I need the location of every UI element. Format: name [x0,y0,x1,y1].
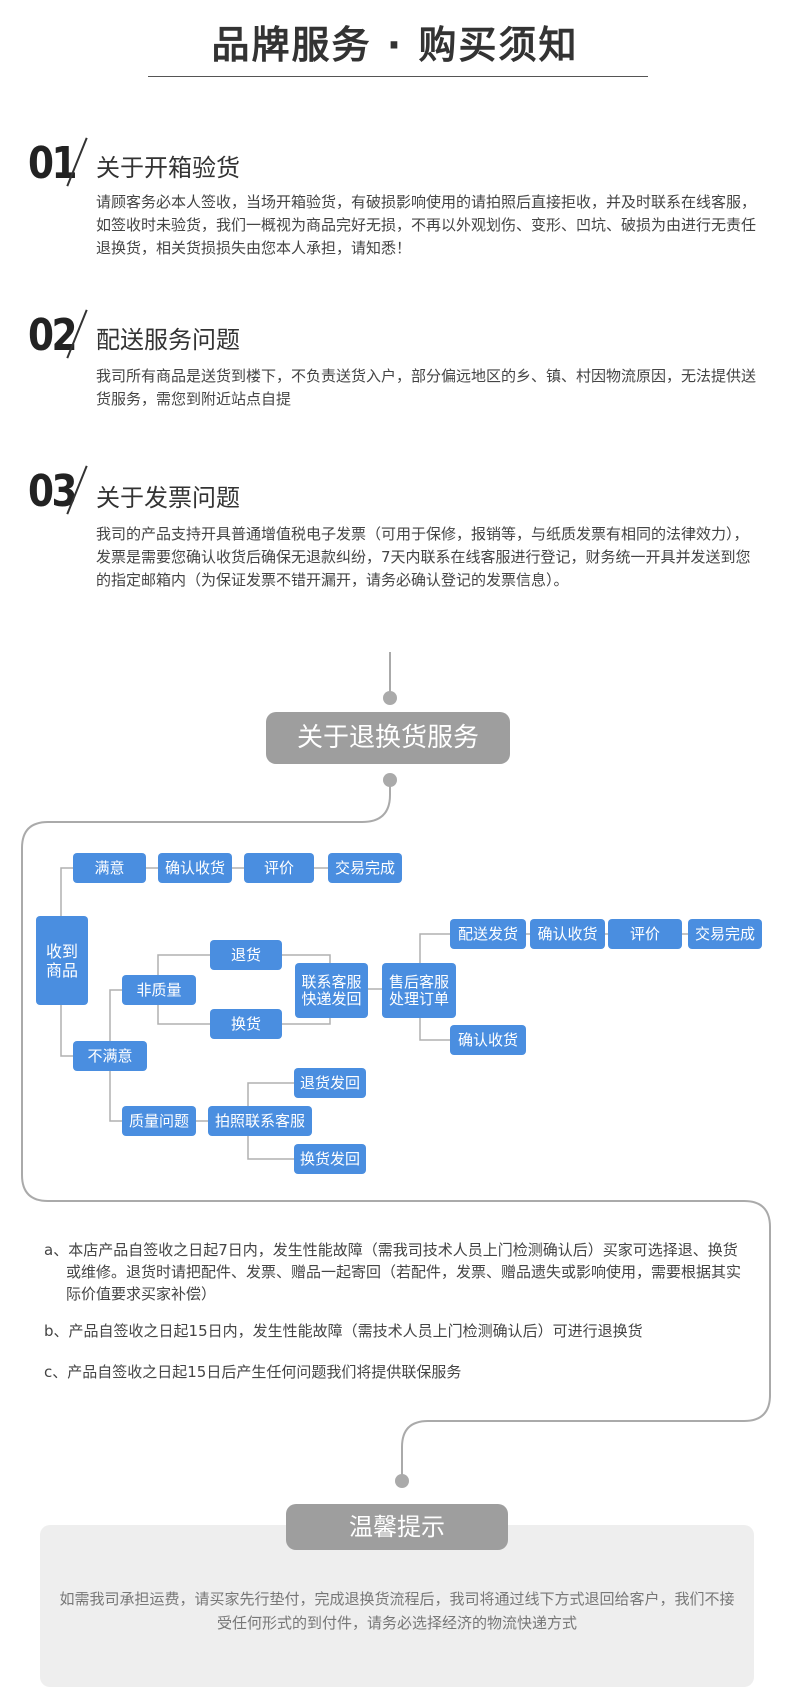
page-title: 品牌服务 · 购买须知 [211,23,579,67]
warm-tip-box [40,1525,754,1687]
flow-node-after-sales-process: 售后客服 处理订单 [382,963,456,1018]
note-item-c: c、产品自签收之日起15日后产生任何问题我们将提供联保服务 [44,1363,462,1381]
section-title-delivery: 配送服务问题 [96,326,240,354]
flow-node-exchange: 换货 [210,1009,282,1039]
flow-node-quality-issue: 质量问题 [122,1106,196,1136]
flow-node-deliver: 配送发货 [450,919,526,949]
flow-node-photo-contact-cs: 拍照联系客服 [208,1106,312,1136]
section-body-delivery: 我司所有商品是送货到楼下，不负责送货入户，部分偏远地区的乡、镇、村因物流原因，无… [96,367,757,408]
flow-node-transaction-complete-2: 交易完成 [688,919,762,949]
flow-node-transaction-complete: 交易完成 [328,853,402,883]
flow-node-confirm-receipt-2: 确认收货 [530,919,605,949]
flow-node-return: 退货 [210,940,282,970]
flow-node-receive-goods: 收到 商品 [36,916,88,1005]
note-item-a: a、本店产品自签收之日起7日内，发生性能故障（需我司技术人员上门检测确认后）买家… [44,1241,742,1303]
section-body-unboxing: 请顾客务必本人签收，当场开箱验货，有破损影响使用的请拍照后直接拒收，并及时联系在… [96,193,757,257]
flow-node-satisfied: 满意 [73,853,146,883]
note-item-b: b、产品自签收之日起15日内，发生性能故障（需技术人员上门检测确认后）可进行退换… [44,1322,643,1340]
flow-node-confirm-receipt-3: 确认收货 [450,1025,526,1055]
flow-node-unsatisfied: 不满意 [73,1041,147,1071]
returns-service-title: 关于退换货服务 [266,712,510,764]
flow-node-return-ship-back: 退货发回 [294,1068,366,1098]
flow-node-review: 评价 [244,853,314,883]
warm-tip-title: 温馨提示 [286,1504,508,1550]
title-divider [148,76,648,77]
section-title-invoice: 关于发票问题 [96,484,240,512]
flow-node-contact-cs-ship-back: 联系客服 快递发回 [295,963,368,1018]
section-body-invoice: 我司的产品支持开具普通增值税电子发票（可用于保修，报销等，与纸质发票有相同的法律… [96,525,751,589]
flow-node-review-2: 评价 [608,919,682,949]
section-title-unboxing: 关于开箱验货 [96,154,240,182]
warm-tip-body: 如需我司承担运费，请买家先行垫付，完成退换货流程后，我司将通过线下方式退回给客户… [59,1590,735,1632]
flow-node-confirm-receipt: 确认收货 [158,853,232,883]
flow-node-non-quality: 非质量 [122,975,196,1005]
flow-node-exchange-ship-back: 换货发回 [294,1144,366,1174]
